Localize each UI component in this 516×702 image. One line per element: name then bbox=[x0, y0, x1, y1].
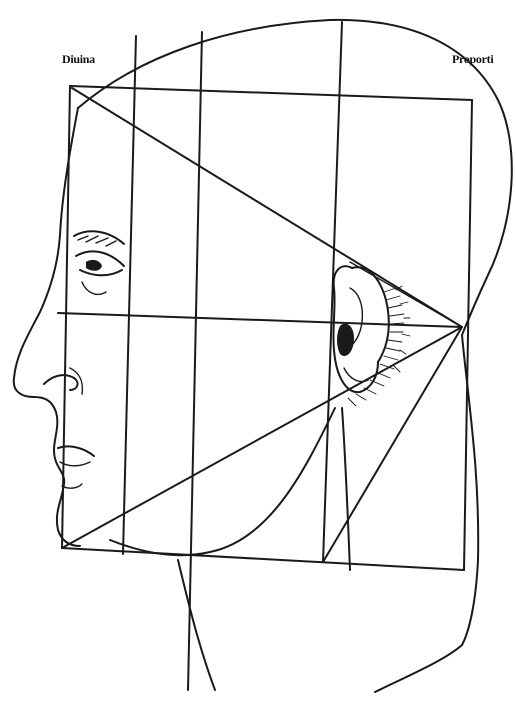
hair-hatching bbox=[348, 288, 404, 406]
eye-socket bbox=[82, 282, 106, 294]
ear-canal bbox=[337, 324, 354, 356]
label-diuina: Diuina bbox=[62, 52, 95, 67]
eyebrow-hatching bbox=[78, 236, 116, 246]
grid-vertical-1 bbox=[123, 36, 136, 554]
nostril bbox=[44, 375, 77, 390]
grid-vertical-2 bbox=[188, 32, 202, 690]
eye-pupil bbox=[86, 260, 102, 271]
neck-front bbox=[178, 560, 215, 690]
label-proporti: Proporti bbox=[452, 52, 493, 67]
lower-eyelid bbox=[80, 270, 122, 275]
grid-horizontal-mid bbox=[58, 313, 462, 327]
chin-fold bbox=[62, 484, 82, 488]
grid-vertical-3 bbox=[323, 22, 342, 562]
cranium-outline bbox=[78, 20, 512, 335]
diagonal-bottom bbox=[62, 327, 462, 548]
grid-top-edge bbox=[70, 86, 472, 100]
face-profile bbox=[14, 108, 80, 546]
shoulder-line bbox=[375, 645, 462, 692]
grid-right-edge bbox=[464, 100, 472, 570]
jaw-arc bbox=[110, 408, 335, 555]
mouth-lower-lip bbox=[60, 462, 90, 466]
nape-line bbox=[342, 408, 350, 570]
diagonal-ear-ray bbox=[350, 262, 462, 327]
ear-lobe bbox=[344, 368, 368, 382]
